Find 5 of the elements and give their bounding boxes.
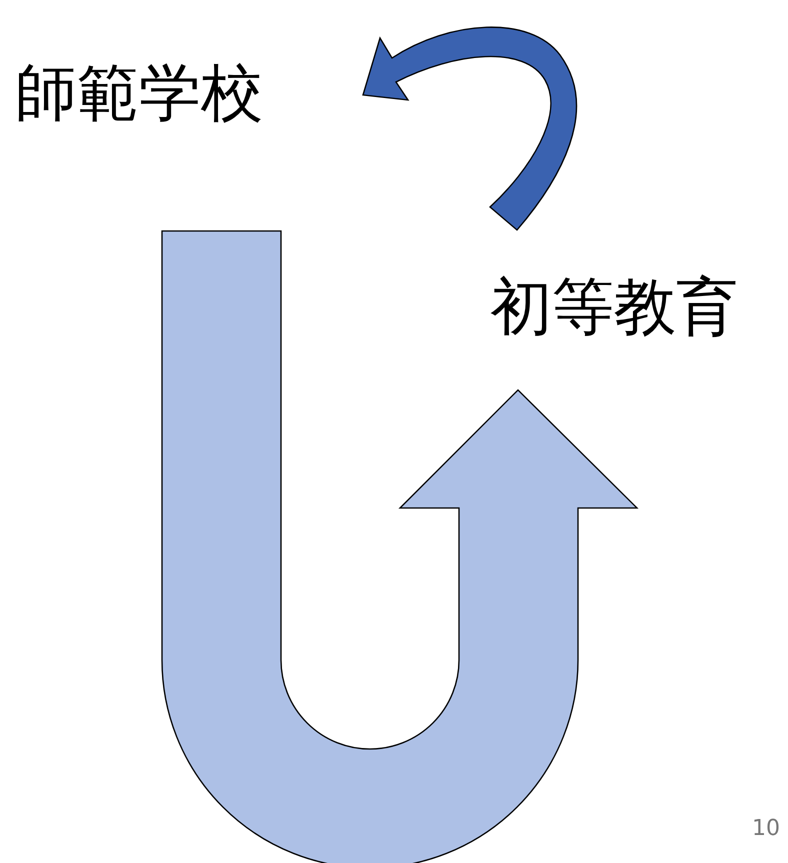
text-label: 師範学校: [15, 62, 263, 124]
text-label: 初等教育: [490, 276, 738, 338]
block-arrow: [161, 230, 638, 863]
block-arrow: [362, 26, 577, 231]
page-number: 10: [752, 818, 780, 840]
